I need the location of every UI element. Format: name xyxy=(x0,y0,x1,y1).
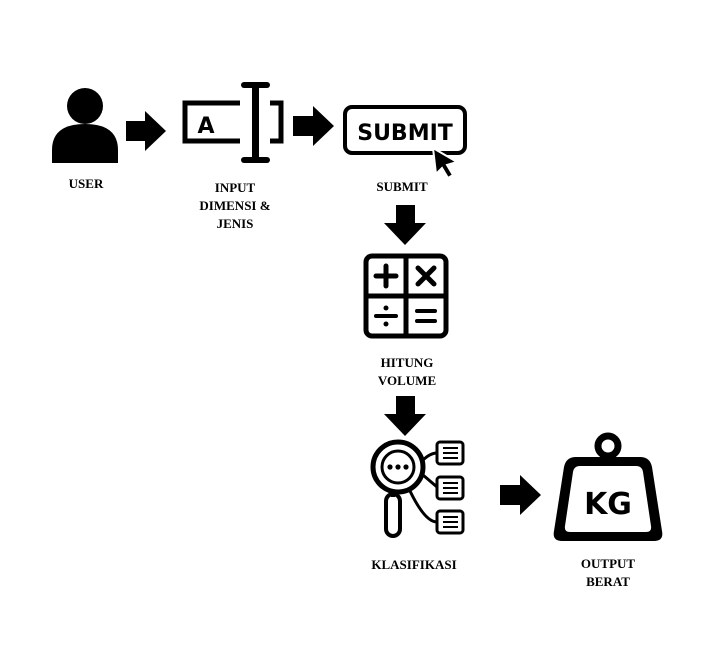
klasifikasi-label-line: KLASIFIKASI xyxy=(371,557,457,572)
search-classification-icon xyxy=(370,439,465,538)
calculator-icon xyxy=(363,253,449,339)
hitung-label-line: HITUNG xyxy=(380,355,434,370)
user-label: USER xyxy=(69,175,104,193)
kg-weight-icon: KG xyxy=(553,432,663,541)
klasifikasi-label: KLASIFIKASI xyxy=(371,556,456,574)
submit-label-line: SUBMIT xyxy=(376,179,428,194)
arrow-right-icon xyxy=(293,106,334,146)
arrow-down-icon xyxy=(384,205,426,245)
output-label-line: BERAT xyxy=(586,574,630,589)
input-icon-letter: A xyxy=(197,114,214,139)
input-label-line: JENIS xyxy=(216,216,254,231)
arrow-right-icon xyxy=(500,475,541,515)
output-label: OUTPUT BERAT xyxy=(581,555,635,591)
input-label-line: DIMENSI & xyxy=(199,198,271,213)
hitung-label-line: VOLUME xyxy=(377,373,437,388)
submit-label: SUBMIT xyxy=(376,178,427,196)
submit-icon-text: SUBMIT xyxy=(357,121,453,146)
user-label-line: USER xyxy=(68,176,104,191)
input-label: INPUT DIMENSI & JENIS xyxy=(199,179,270,233)
submit-button-cursor-icon: SUBMIT xyxy=(343,105,467,180)
text-input-cursor-icon: A xyxy=(182,82,284,163)
arrow-right-icon xyxy=(126,111,166,151)
arrow-down-icon xyxy=(384,396,426,436)
output-label-line: OUTPUT xyxy=(580,556,636,571)
input-label-line: INPUT xyxy=(214,180,256,195)
weight-icon-text: KG xyxy=(584,487,632,522)
hitung-label: HITUNG VOLUME xyxy=(378,354,436,390)
user-icon xyxy=(52,88,118,163)
